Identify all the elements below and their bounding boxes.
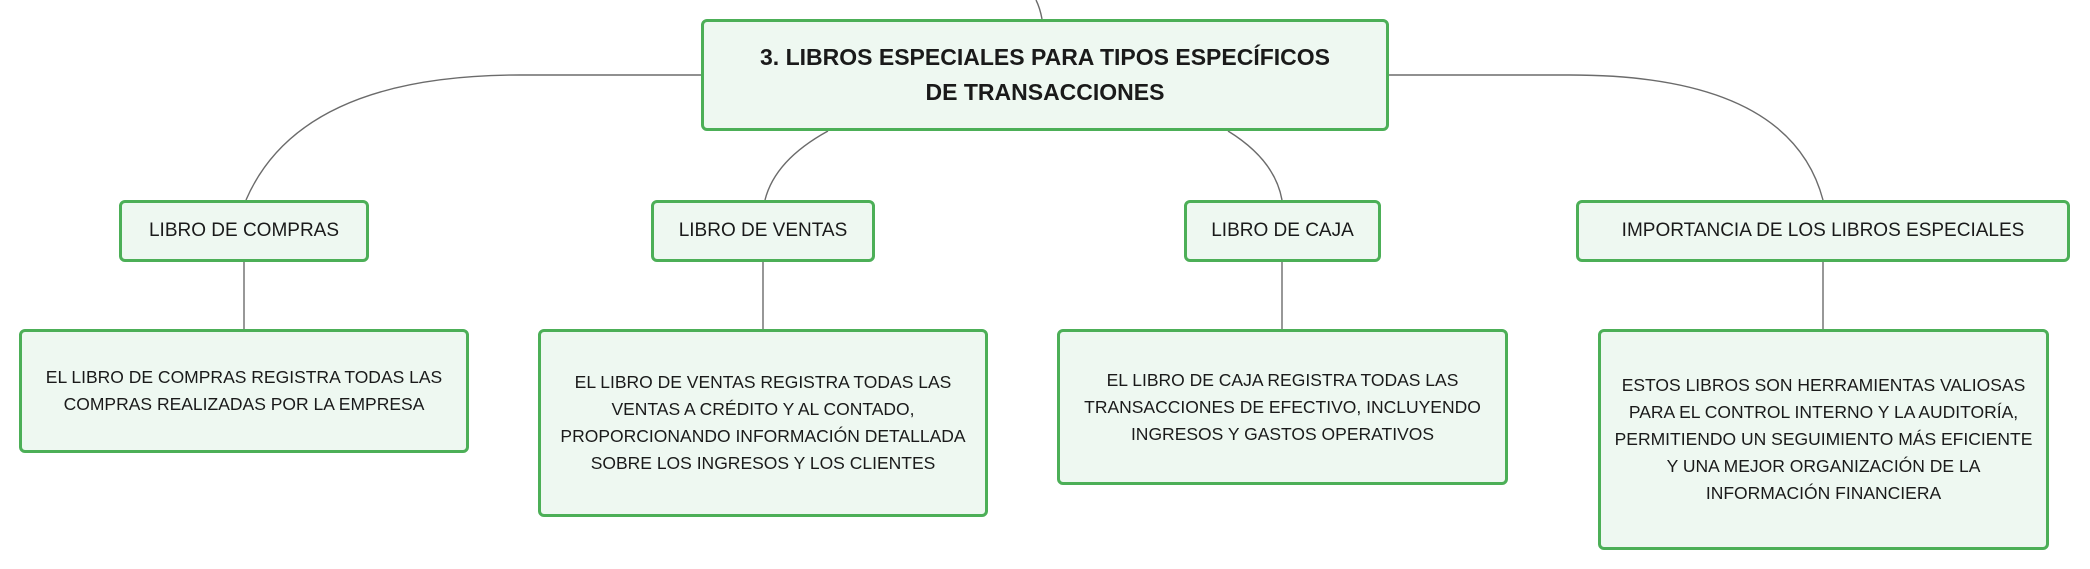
connector-root-ventas [764, 130, 829, 201]
detail-text: ESTOS LIBROS SON HERRAMIENTAS VALIOSAS P… [1614, 375, 2033, 503]
root-topic[interactable]: 3. LIBROS ESPECIALES PARA TIPOS ESPECÍFI… [701, 19, 1389, 131]
detail-text: EL LIBRO DE VENTAS REGISTRA TODAS LAS VE… [560, 372, 966, 473]
branch-libro-de-caja[interactable]: LIBRO DE CAJA [1184, 200, 1381, 262]
connector-root-importancia [1389, 74, 1824, 201]
branch-libro-de-ventas[interactable]: LIBRO DE VENTAS [651, 200, 875, 262]
branch-label: LIBRO DE CAJA [1211, 220, 1354, 241]
detail-libro-de-ventas[interactable]: EL LIBRO DE VENTAS REGISTRA TODAS LAS VE… [538, 329, 988, 517]
connector-parent [1035, 0, 1043, 20]
branch-importancia[interactable]: IMPORTANCIA DE LOS LIBROS ESPECIALES [1576, 200, 2070, 262]
detail-libro-de-compras[interactable]: EL LIBRO DE COMPRAS REGISTRA TODAS LAS C… [19, 329, 469, 453]
detail-libro-de-caja[interactable]: EL LIBRO DE CAJA REGISTRA TODAS LAS TRAN… [1057, 329, 1508, 485]
branch-libro-de-compras[interactable]: LIBRO DE COMPRAS [119, 200, 369, 262]
detail-text: EL LIBRO DE CAJA REGISTRA TODAS LAS TRAN… [1084, 369, 1481, 444]
branch-label: IMPORTANCIA DE LOS LIBROS ESPECIALES [1621, 220, 2025, 241]
detail-importancia[interactable]: ESTOS LIBROS SON HERRAMIENTAS VALIOSAS P… [1598, 329, 2049, 550]
root-topic-text: 3. LIBROS ESPECIALES PARA TIPOS ESPECÍFI… [760, 44, 1330, 105]
connector-root-caja [1227, 130, 1283, 201]
branch-label: LIBRO DE VENTAS [678, 220, 848, 241]
connector-root-compras [245, 74, 701, 201]
detail-text: EL LIBRO DE COMPRAS REGISTRA TODAS LAS C… [45, 367, 443, 414]
branch-label: LIBRO DE COMPRAS [148, 220, 340, 241]
